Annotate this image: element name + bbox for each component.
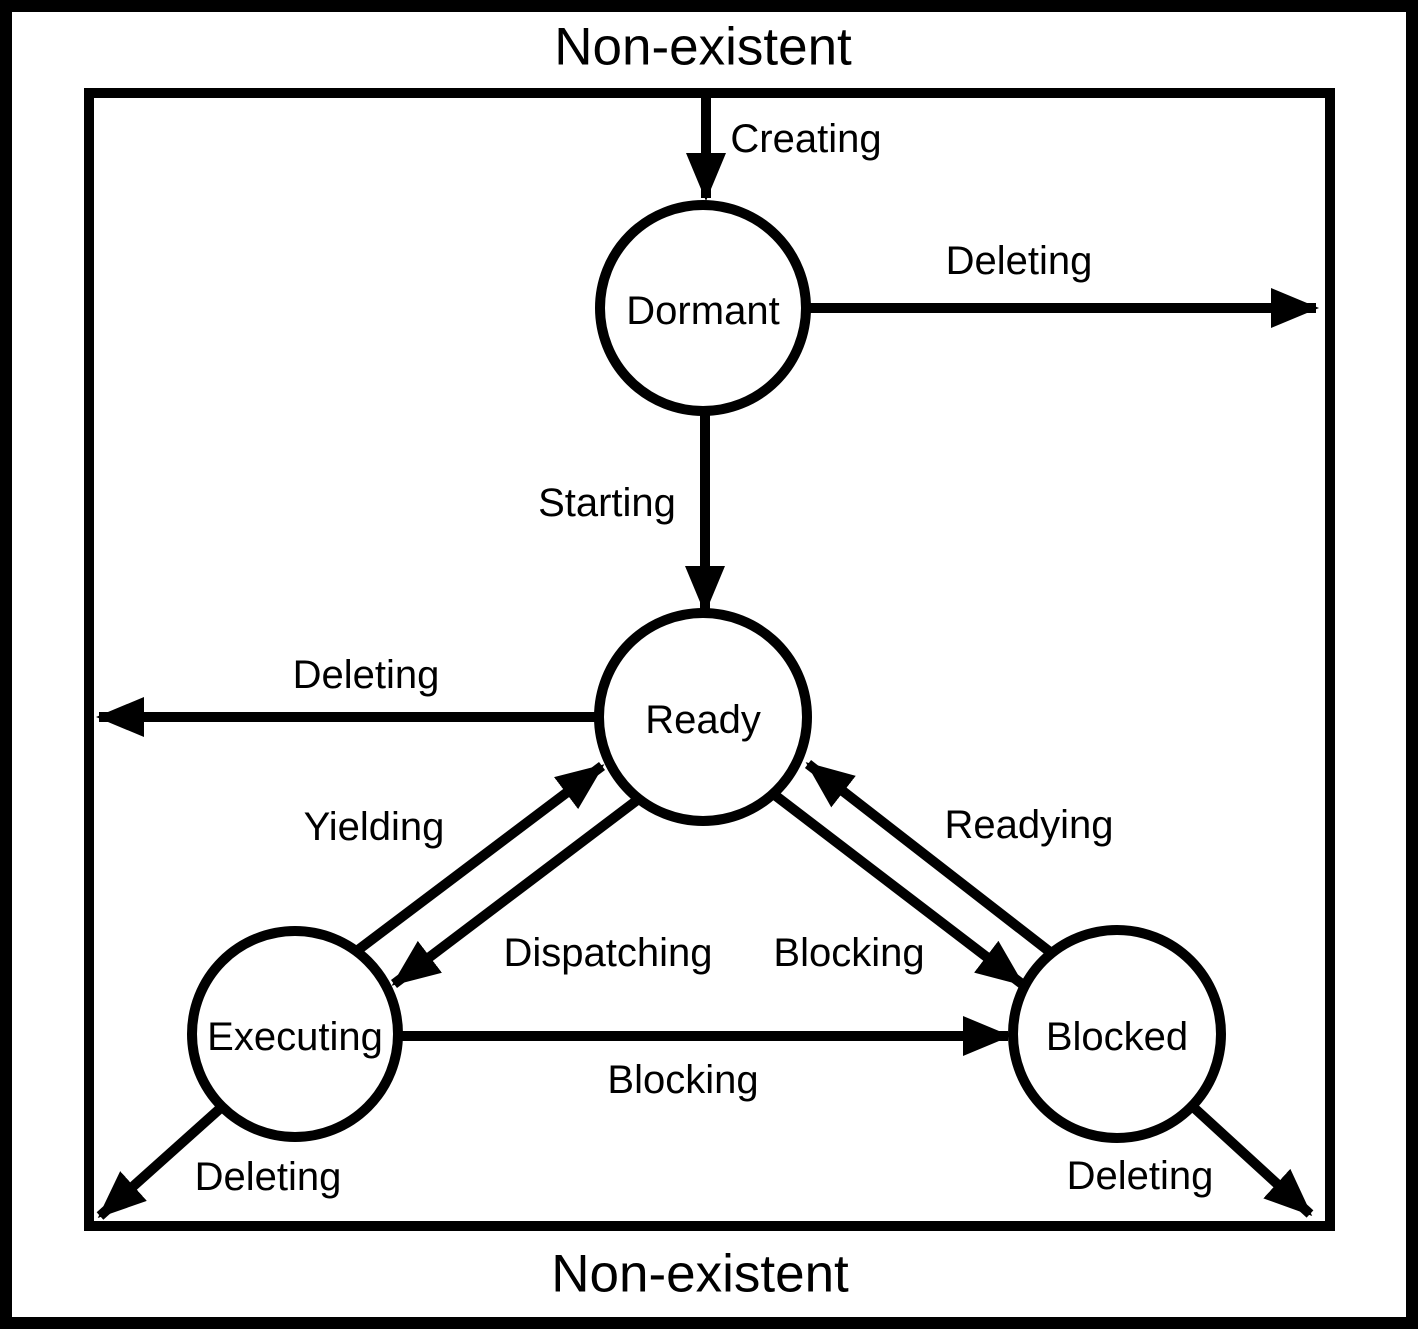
transition-label-yielding: Yielding (304, 805, 445, 849)
transition-arrow-deleting-from-blocked (1187, 1101, 1314, 1218)
transition-label-blocking-from-ready: Blocking (773, 931, 924, 975)
transition-arrow-yielding (354, 762, 606, 954)
transition-arrow-blocking-from-ready (772, 792, 1026, 988)
transition-arrow-readying (804, 760, 1054, 956)
transition-arrow-deleting-from-executing (96, 1101, 228, 1220)
transition-arrow-dispatching (390, 797, 640, 988)
state-label-ready: Ready (645, 698, 761, 742)
state-label-executing: Executing (207, 1015, 383, 1059)
transition-label-dispatching: Dispatching (503, 931, 712, 975)
transition-label-deleting-from-ready: Deleting (293, 653, 440, 697)
state-circle-executing (187, 926, 403, 1142)
inner-boundary (84, 88, 1335, 1231)
state-label-dormant: Dormant (626, 289, 779, 333)
transition-label-deleting-from-blocked: Deleting (1067, 1154, 1214, 1198)
transition-label-deleting-from-dormant: Deleting (946, 239, 1093, 283)
state-circle-ready (594, 608, 812, 826)
state-label-blocked: Blocked (1046, 1015, 1188, 1059)
state-circle-dormant (595, 200, 811, 416)
transition-label-deleting-from-executing: Deleting (195, 1155, 342, 1199)
title-non-existent-top: Non-existent (554, 18, 852, 77)
transition-label-blocking-from-executing: Blocking (607, 1058, 758, 1102)
transition-label-readying: Readying (944, 803, 1113, 847)
transition-label-starting: Starting (538, 481, 676, 525)
state-circle-blocked (1008, 925, 1226, 1143)
transition-label-creating: Creating (730, 117, 881, 161)
title-non-existent-bottom: Non-existent (551, 1245, 849, 1304)
